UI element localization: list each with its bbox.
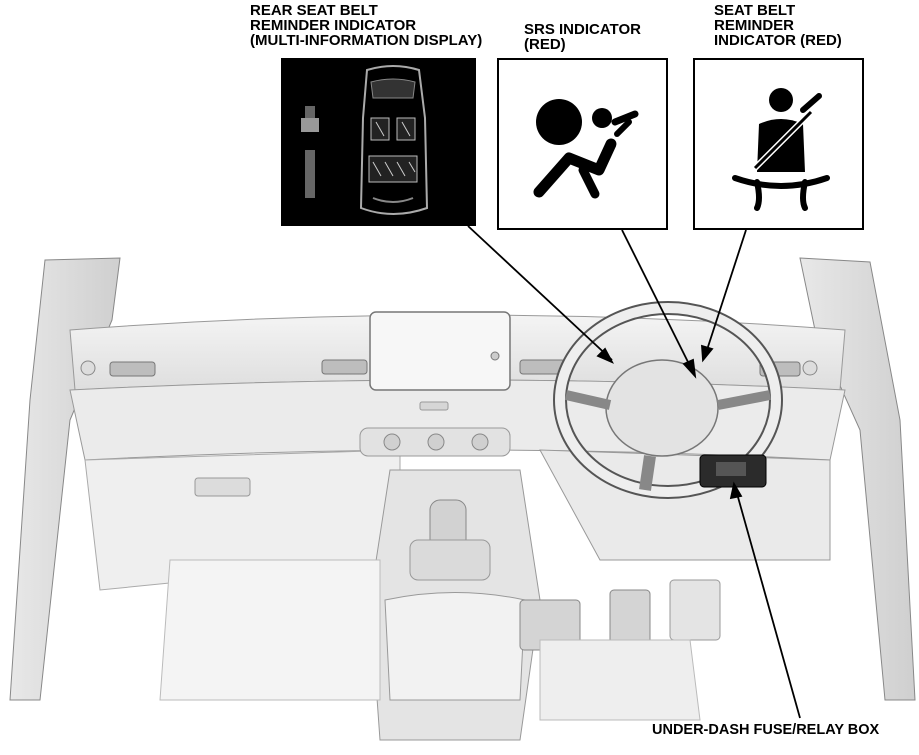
belt-label-line-3: INDICATOR (RED) xyxy=(714,32,842,49)
rear-label-line-3: (MULTI-INFORMATION DISPLAY) xyxy=(250,32,483,49)
seat-belt-reminder-label: SEAT BELT REMINDER INDICATOR (RED) xyxy=(714,3,842,48)
center-left-vent xyxy=(321,359,368,375)
seat-belt-indicator-panel xyxy=(693,58,864,230)
rear-seat-belt-display-icon xyxy=(301,65,429,215)
srs-indicator-panel xyxy=(497,58,668,230)
steering-wheel xyxy=(553,301,783,499)
rear-label-line-2: REMINDER INDICATOR xyxy=(250,17,417,34)
left-vent xyxy=(109,361,156,377)
belt-label-line-2: REMINDER xyxy=(714,17,795,34)
under-dash-fuse-relay-box-label: UNDER-DASH FUSE/RELAY BOX xyxy=(652,722,880,738)
belt-label-line-1: SEAT BELT xyxy=(714,2,796,19)
rear-seat-belt-reminder-label: REAR SEAT BELT REMINDER INDICATOR (MULTI… xyxy=(250,3,482,48)
left-a-pillar xyxy=(9,257,121,701)
seat-belt-icon xyxy=(732,88,830,211)
airbag-icon xyxy=(533,99,639,199)
center-display xyxy=(369,311,511,391)
srs-indicator-label: SRS INDICATOR (RED) xyxy=(524,22,641,52)
rear-label-line-1: REAR SEAT BELT xyxy=(250,2,378,19)
fuse-relay-box xyxy=(699,454,767,488)
srs-label-line-1: SRS INDICATOR xyxy=(524,21,641,38)
srs-label-line-2: (RED) xyxy=(524,36,566,53)
rear-seat-belt-display-panel xyxy=(281,58,476,226)
